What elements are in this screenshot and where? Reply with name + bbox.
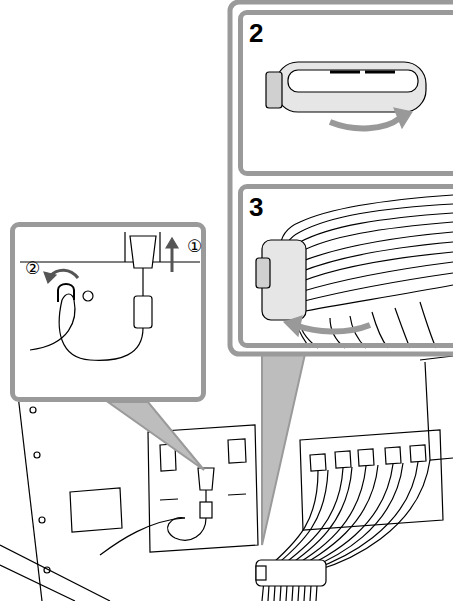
arrowhead [44, 272, 56, 283]
holder-slot [330, 71, 395, 74]
cable-holder [276, 62, 426, 112]
holder-tab [256, 566, 266, 580]
inset-background [10, 222, 206, 402]
callout-number: ① [187, 237, 202, 256]
holder-closed [256, 195, 453, 348]
arrowhead [284, 316, 302, 336]
holder-tab [256, 258, 270, 288]
step-number: 2 [249, 19, 263, 47]
callout-number: ② [25, 259, 40, 278]
tv-side [420, 356, 453, 460]
detail-inset: ①② [10, 222, 206, 402]
step-number: 3 [249, 193, 263, 221]
arrowhead [394, 108, 412, 128]
cable-bundle [256, 460, 430, 601]
curved-arrow [298, 325, 370, 332]
connector-area [300, 430, 443, 530]
inset-frame [230, 2, 453, 354]
holder-open [266, 62, 426, 128]
cables [300, 195, 453, 312]
cable-holder [256, 560, 326, 586]
curved-arrow [330, 118, 400, 128]
arrowhead [166, 238, 178, 248]
cord [142, 268, 143, 296]
ferrite-core [134, 296, 152, 328]
panel-marks [160, 494, 246, 500]
tv-edge [18, 395, 42, 601]
holder-inner [288, 70, 418, 92]
plug [198, 468, 214, 490]
cord [168, 518, 206, 541]
callout-wedge [108, 402, 204, 470]
hole [83, 291, 93, 301]
plug [130, 236, 156, 268]
cord [205, 490, 206, 502]
power-cord [100, 468, 214, 555]
plug-detail [20, 232, 200, 360]
recess-panel [148, 425, 258, 552]
cord [30, 294, 143, 360]
screw-hole [44, 567, 50, 573]
tv-stand [0, 545, 110, 601]
screw-hole [39, 517, 45, 523]
cord [100, 518, 185, 555]
step-panel: 3 [238, 184, 453, 348]
callout-wedge [262, 354, 305, 545]
ferrite-core [200, 502, 212, 518]
label-plate [70, 488, 122, 532]
cord-hook [58, 284, 74, 302]
holder-tab [266, 72, 282, 108]
screw-hole [34, 452, 40, 458]
screw-hole [30, 407, 36, 413]
connectors [310, 445, 426, 471]
step-panel: 2 [238, 10, 453, 176]
